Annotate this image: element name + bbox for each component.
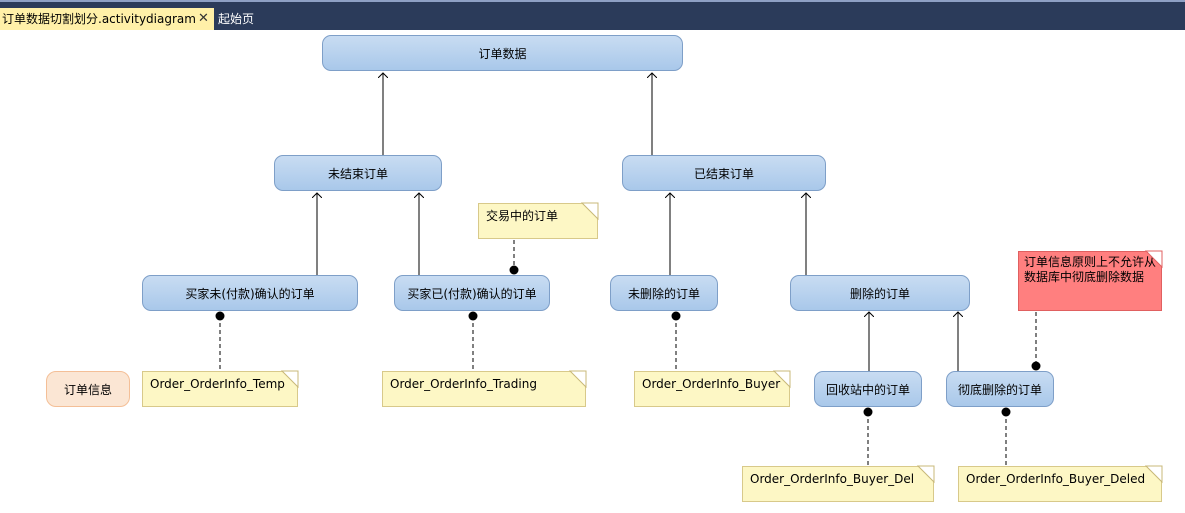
note-anchor-dot [509, 265, 519, 275]
node-buyer-confirmed[interactable]: 买家已(付款)确认的订单 [394, 275, 550, 311]
node-buyer-unconfirmed[interactable]: 买家未(付款)确认的订单 [142, 275, 358, 311]
note-warning-text: 订单信息原则上不允许从数据库中彻底删除数据 [1024, 255, 1157, 284]
tab-activity-diagram[interactable]: 订单数据切割划分.activitydiagram ✕ [0, 8, 214, 30]
note-trading-table-text: Order_OrderInfo_Trading [390, 377, 537, 391]
note-anchor-dot [671, 311, 681, 321]
close-icon[interactable]: ✕ [198, 11, 209, 26]
note-temp-table[interactable]: Order_OrderInfo_Temp [142, 371, 298, 407]
document-tab-bar: 订单数据切割划分.activitydiagram ✕ 起始页 [0, 0, 1185, 30]
note-buyer-deled-table-text: Order_OrderInfo_Buyer_Deled [966, 472, 1146, 486]
node-deleted[interactable]: 删除的订单 [790, 275, 970, 311]
note-trading[interactable]: 交易中的订单 [478, 203, 598, 239]
note-trading-table[interactable]: Order_OrderInfo_Trading [382, 371, 586, 407]
note-buyer-table[interactable]: Order_OrderInfo_Buyer [634, 371, 790, 407]
node-finished-orders[interactable]: 已结束订单 [622, 155, 826, 191]
note-buyer-del-table[interactable]: Order_OrderInfo_Buyer_Del [742, 466, 934, 502]
note-warning[interactable]: 订单信息原则上不允许从数据库中彻底删除数据 [1018, 251, 1162, 311]
tab-activity-diagram-label: 订单数据切割划分.activitydiagram [2, 12, 196, 26]
note-buyer-table-text: Order_OrderInfo_Buyer [642, 377, 781, 391]
note-buyer-deled-table[interactable]: Order_OrderInfo_Buyer_Deled [958, 466, 1162, 502]
node-order-data[interactable]: 订单数据 [322, 35, 683, 71]
note-anchor-dot [215, 311, 225, 321]
node-permanently-deleted[interactable]: 彻底删除的订单 [946, 371, 1054, 407]
tab-start-page[interactable]: 起始页 [218, 12, 255, 26]
note-anchor-dot [468, 311, 478, 321]
note-trading-text: 交易中的订单 [486, 209, 559, 223]
tab-bar-top-edge [0, 0, 1185, 2]
node-unfinished-orders[interactable]: 未结束订单 [274, 155, 442, 191]
note-buyer-del-table-text: Order_OrderInfo_Buyer_Del [750, 472, 915, 486]
note-anchor-dot [1031, 361, 1041, 371]
legend-order-info: 订单信息 [46, 371, 130, 407]
note-temp-table-text: Order_OrderInfo_Temp [150, 377, 285, 391]
note-anchor-dot [863, 407, 873, 417]
note-anchor-dot [1001, 407, 1011, 417]
node-not-deleted[interactable]: 未删除的订单 [610, 275, 718, 311]
node-recycle-bin[interactable]: 回收站中的订单 [814, 371, 922, 407]
